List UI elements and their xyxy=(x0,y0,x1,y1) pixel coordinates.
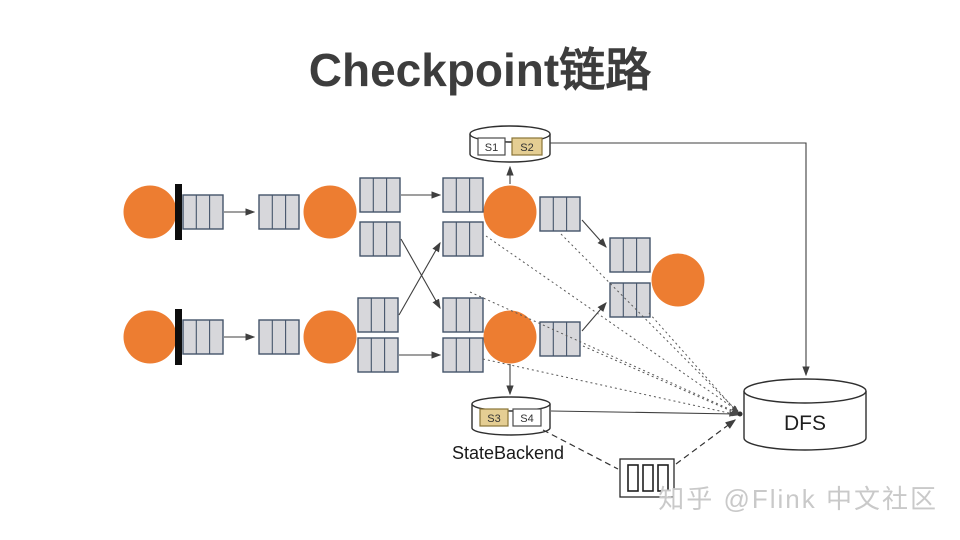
statebackend-to-dfs-line xyxy=(550,410,737,417)
statebackend-label: StateBackend xyxy=(452,443,564,463)
dotted-upload-line xyxy=(485,235,739,412)
upload-dashed-arrow xyxy=(675,419,737,465)
dotted-upload-line xyxy=(648,312,739,414)
s4-slot xyxy=(512,408,542,427)
checkpoint-barrier xyxy=(175,309,182,365)
network-buffer xyxy=(609,237,651,273)
page-title: Checkpoint链路 xyxy=(308,44,652,96)
network-buffer xyxy=(357,337,399,373)
snapshot-to-dfs-route xyxy=(550,142,810,377)
sink-operator-circle xyxy=(651,253,705,307)
checkpoint-barrier xyxy=(175,184,182,240)
data-flow-arrow xyxy=(581,219,607,248)
s1-label: S1 xyxy=(485,142,498,154)
network-buffer xyxy=(359,177,401,213)
network-buffer xyxy=(182,319,224,355)
s1-slot xyxy=(477,137,506,156)
shuffle-cross-arrow xyxy=(400,238,441,310)
statebackend-cylinder: S3 S4 xyxy=(471,396,551,436)
network-buffer xyxy=(442,177,484,213)
network-buffer xyxy=(357,297,399,333)
s2-slot xyxy=(511,137,543,156)
dfs-label: DFS xyxy=(784,412,826,435)
converge-point xyxy=(737,411,743,417)
network-buffer xyxy=(609,282,651,318)
dotted-upload-line xyxy=(560,233,739,413)
network-buffer xyxy=(182,194,224,230)
data-flow-arrow xyxy=(581,302,607,332)
network-buffer xyxy=(258,194,300,230)
network-buffer xyxy=(359,221,401,257)
s2-label: S2 xyxy=(520,142,533,154)
map-operator-circle xyxy=(303,310,357,364)
shuffle-cross-arrow xyxy=(398,241,441,316)
network-buffer xyxy=(442,221,484,257)
dotted-upload-line xyxy=(582,345,739,415)
network-buffer xyxy=(539,321,581,357)
dotted-upload-line xyxy=(469,291,739,414)
snapshot-store-cylinder: S1 S2 xyxy=(469,125,551,163)
network-buffer xyxy=(539,196,581,232)
zhihu-watermark: 知乎 @Flink 中文社区 xyxy=(658,484,938,514)
s4-label: S4 xyxy=(520,413,533,425)
s3-slot xyxy=(479,408,509,427)
source-operator-circle xyxy=(123,310,177,364)
keyed-operator-circle xyxy=(483,185,537,239)
keyed-operator-circle xyxy=(483,310,537,364)
network-buffer xyxy=(258,319,300,355)
statebackend-dashed-line xyxy=(542,429,619,470)
s3-label: S3 xyxy=(487,413,500,425)
map-operator-circle xyxy=(303,185,357,239)
buffer-file-icon xyxy=(619,458,675,498)
source-operator-circle xyxy=(123,185,177,239)
network-buffer xyxy=(442,337,484,373)
dotted-upload-line xyxy=(482,358,739,417)
network-buffer xyxy=(442,297,484,333)
dfs-cylinder: DFS xyxy=(743,378,867,451)
